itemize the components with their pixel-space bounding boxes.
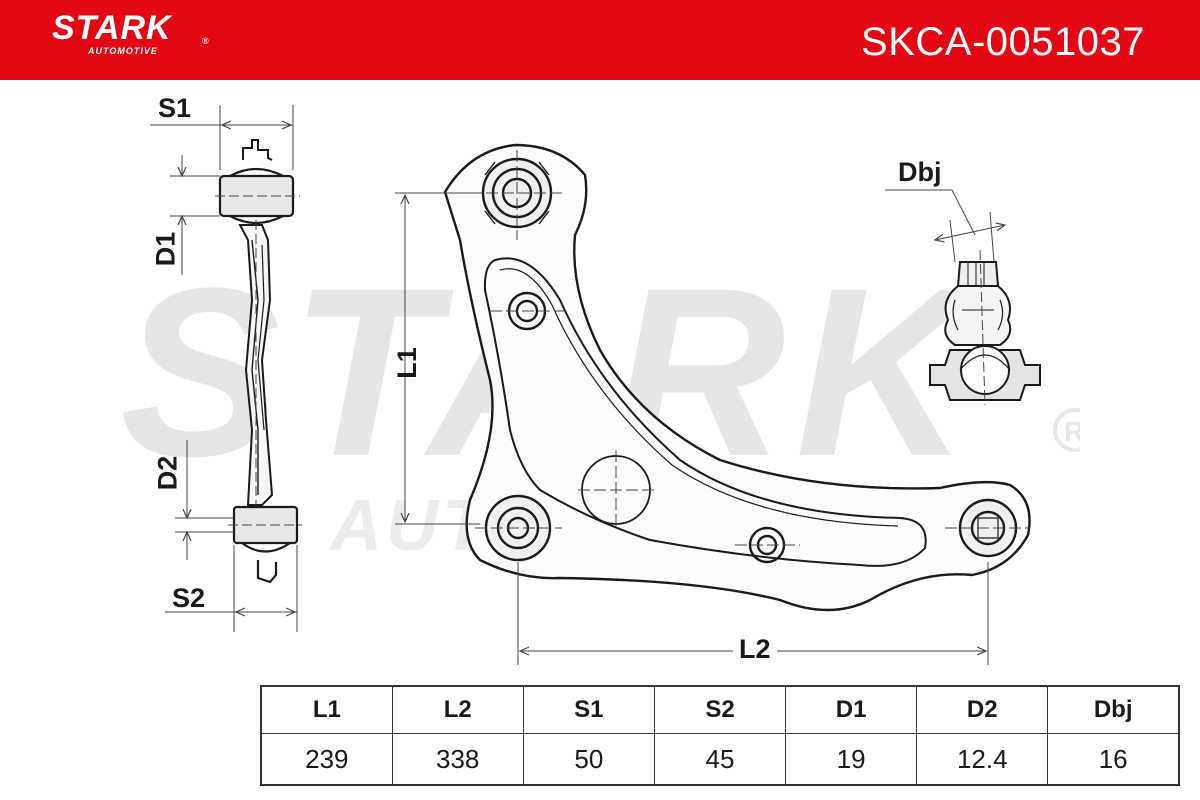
control-arm-drawing [150,105,1041,665]
brand-subtitle: AUTOMOTIVE [88,46,158,56]
spec-header-row: L1 L2 S1 S2 D1 D2 Dbj [260,685,1180,734]
spec-value: 50 [522,733,655,786]
spec-header: L1 [260,685,393,734]
label-d1: D1 [150,231,181,267]
side-view [150,105,302,632]
ball-joint-detail [885,189,1041,406]
spec-value: 19 [785,733,918,786]
brand-logo: STARK AUTOMOTIVE ® [52,9,209,56]
part-number: SKCA-0051037 [861,20,1145,64]
spec-value: 45 [653,733,787,786]
label-l2: L2 [733,634,777,664]
brand-name: STARK [52,9,172,47]
spec-header: D1 [785,685,918,734]
spec-value: 239 [260,733,393,786]
spec-header: S1 [522,685,655,734]
label-l1: L1 [391,347,422,379]
label-s1: S1 [158,93,192,123]
spec-table: L1 L2 S1 S2 D1 D2 Dbj 239 338 50 45 19 1… [260,685,1180,786]
spec-value: 12.4 [916,733,1049,786]
spec-header: S2 [653,685,787,734]
registered-mark: ® [202,36,209,46]
svg-text:R: R [1064,416,1080,447]
spec-value: 16 [1047,733,1180,786]
spec-header: Dbj [1047,685,1180,734]
spec-value-row: 239 338 50 45 19 12.4 16 [260,733,1180,786]
label-s2: S2 [172,583,206,613]
label-d2: D2 [152,455,183,491]
spec-header: L2 [391,685,524,734]
label-dbj: Dbj [898,157,942,187]
spec-value: 338 [391,733,524,786]
spec-header: D2 [916,685,1049,734]
header-bar: STARK AUTOMOTIVE ® SKCA-0051037 [0,0,1200,80]
